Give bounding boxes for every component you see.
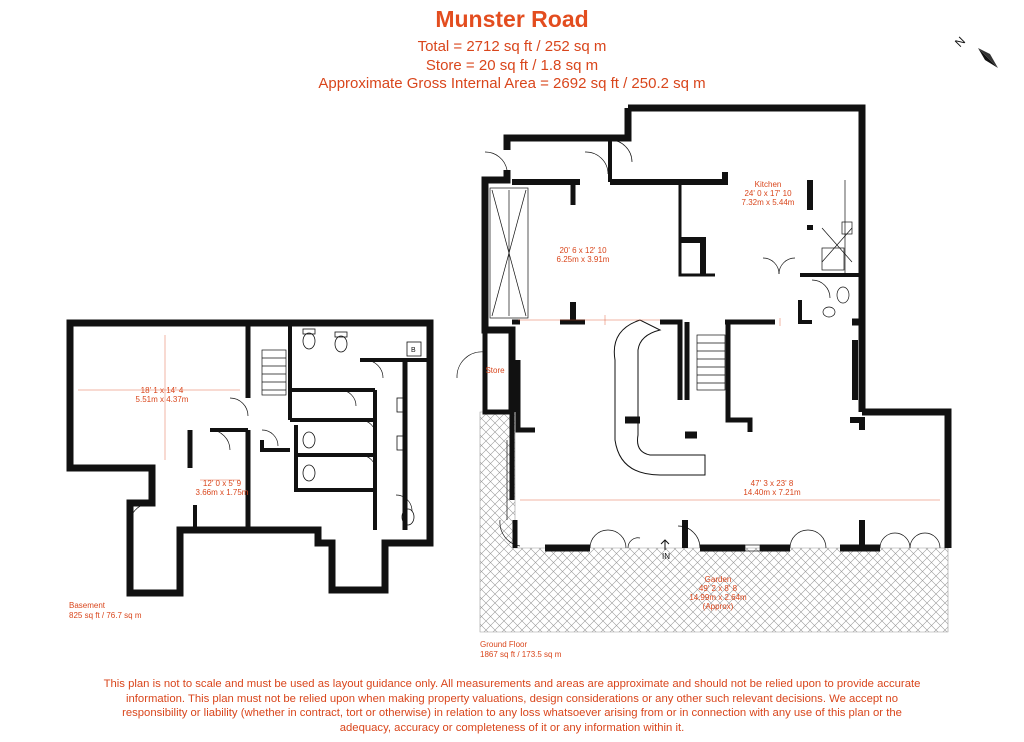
ground-name: Ground Floor: [480, 640, 528, 649]
garden-name: Garden: [704, 575, 732, 584]
compass-label: N: [952, 34, 968, 50]
basement-name: Basement: [69, 601, 106, 610]
basement-area: 825 sq ft / 76.7 sq m: [69, 611, 142, 620]
basement-room1-metric: 5.51m x 4.37m: [135, 395, 189, 404]
main-room-dim: 47' 3 x 23' 8: [750, 479, 794, 488]
kitchen-metric: 7.32m x 5.44m: [741, 198, 795, 207]
garden-metric: 14.99m x 2.64m: [689, 593, 747, 602]
total-area: Total = 2712 sq ft / 252 sq m: [417, 38, 607, 55]
plan-title: Munster Road: [435, 6, 589, 32]
basement-floor-label: Basement 825 sq ft / 76.7 sq m: [69, 601, 141, 621]
main-room-label: 47' 3 x 23' 8 14.40m x 7.21m: [737, 479, 807, 497]
basement-room1-label: 18' 1 x 14' 4 5.51m x 4.37m: [132, 386, 192, 404]
ground-floor-plan: [456, 104, 952, 552]
kitchen-dim: 24' 0 x 17' 10: [744, 189, 792, 198]
basement-room1-dim: 18' 1 x 14' 4: [140, 386, 184, 395]
reception-dim: 20' 6 x 12' 10: [559, 246, 607, 255]
store-label: Store: [485, 366, 505, 375]
kitchen-name: Kitchen: [754, 180, 782, 189]
garden-dim: 49' 2 x 8' 8: [698, 584, 738, 593]
ground-floor-label: Ground Floor 1867 sq ft / 173.5 sq m: [480, 640, 561, 660]
garden-note: (Approx): [702, 602, 734, 611]
basement-room2-metric: 3.66m x 1.75m: [195, 488, 249, 497]
kitchen-label: Kitchen 24' 0 x 17' 10 7.32m x 5.44m: [733, 180, 803, 207]
store-area: Store = 20 sq ft / 1.8 sq m: [425, 57, 599, 74]
boiler-label: B: [411, 347, 416, 354]
entrance-label: IN: [662, 552, 670, 561]
ground-area: 1867 sq ft / 173.5 sq m: [480, 650, 562, 659]
basement-room2-label: 12' 0 x 5' 9 3.66m x 1.75m: [194, 479, 250, 497]
reception-label: 20' 6 x 12' 10 6.25m x 3.91m: [548, 246, 618, 264]
gross-internal-area: Approximate Gross Internal Area = 2692 s…: [318, 75, 706, 92]
disclaimer-text: This plan is not to scale and must be us…: [103, 678, 921, 734]
reception-metric: 6.25m x 3.91m: [556, 255, 610, 264]
basement-plan: B: [66, 319, 434, 597]
basement-room2-dim: 12' 0 x 5' 9: [202, 479, 242, 488]
compass-icon: N: [952, 34, 998, 68]
garden-label: Garden 49' 2 x 8' 8 14.99m x 2.64m (Appr…: [683, 575, 753, 611]
main-room-metric: 14.40m x 7.21m: [743, 488, 801, 497]
